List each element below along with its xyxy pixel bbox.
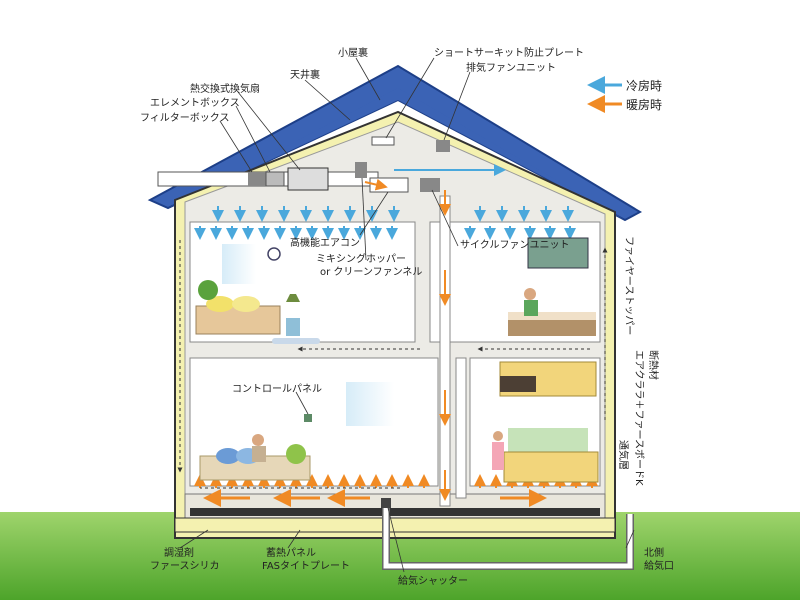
heating-arrows-vertical-duct	[364, 178, 451, 501]
heat-exchanger-unit	[287, 167, 329, 191]
leader-lines	[179, 57, 635, 573]
lamp-table	[286, 318, 300, 336]
person-kitchen-head	[493, 431, 503, 441]
return-flow-lines	[177, 240, 608, 489]
label-clean-funnel: or クリーンファンネル	[320, 266, 422, 278]
person-reading-head	[524, 288, 536, 300]
vertical-duct-2	[455, 357, 467, 499]
person-sitting-head	[252, 434, 264, 446]
vertical-duct	[439, 195, 451, 507]
filter-box-shape	[248, 172, 266, 186]
label-filter-box: フィルターボックス	[140, 112, 230, 124]
legend-cooling-label: 冷房時	[626, 78, 662, 93]
control-panel-shape	[304, 414, 312, 422]
label-north-intake-1: 北側	[644, 546, 664, 559]
kitchen-counter	[503, 451, 599, 483]
mixing-hopper-shape	[355, 162, 367, 178]
plant-upper	[198, 280, 218, 300]
label-thermal-panel: 蓄熱パネル	[266, 546, 316, 559]
label-ceiling-space: 天井裏	[290, 68, 320, 81]
label-exhaust-fan-unit: 排気ファンユニット	[466, 61, 556, 74]
exhaust-fan-unit-shape	[436, 140, 450, 152]
short-circuit-plate-shape	[371, 136, 395, 146]
cushion-1	[206, 296, 234, 312]
vertical-labels: ファイヤーストッパー 断熱材 エアクララ＋ファースボードK 通気層	[617, 236, 660, 486]
legend: 冷房時 暖房時	[587, 76, 662, 113]
label-supply-shutter: 給気シャッター	[398, 574, 468, 587]
label-insulation-2: エアクララ＋ファースボードK	[633, 350, 645, 486]
label-mixing-hopper: ミキシングホッパー	[316, 252, 406, 265]
clock-icon	[267, 247, 281, 261]
legend-heating-label: 暖房時	[626, 97, 662, 112]
person-reading-body	[524, 300, 538, 316]
cycle-fan-unit-shape	[420, 178, 440, 192]
label-control-panel: コントロールパネル	[232, 383, 322, 395]
supply-pipe-inner	[383, 506, 633, 569]
label-short-circuit-plate: ショートサーキット防止プレート	[434, 46, 584, 59]
cooling-arrows-ceiling	[194, 226, 576, 240]
range-hood	[500, 376, 536, 392]
kitchen-tiles	[508, 428, 588, 452]
element-box-shape	[265, 171, 285, 187]
window-upper-right	[527, 237, 589, 269]
label-fas-tight-plate: FASタイトプレート	[262, 560, 350, 572]
person-sitting-body	[252, 446, 266, 462]
plant-lower	[286, 444, 306, 464]
bed-sheet	[508, 312, 596, 320]
cushion-3	[216, 448, 240, 464]
label-cycle-fan-unit: サイクルファンユニット	[460, 239, 570, 251]
label-fas-silica: ファースシリカ	[150, 560, 220, 572]
thermal-panel-row	[190, 508, 600, 516]
label-high-perf-ac: 高機能エアコン	[290, 236, 360, 249]
ceiling-light	[272, 338, 320, 344]
supply-shutter-shape	[381, 498, 391, 508]
bed	[508, 318, 596, 336]
label-insulation-1: 断熱材	[647, 350, 660, 380]
label-ventilation-layer: 通気層	[617, 440, 630, 470]
label-north-intake-2: 給気口	[644, 559, 674, 572]
cushion-2	[232, 296, 260, 312]
label-attic: 小屋裏	[338, 46, 368, 59]
label-element-box: エレメントボックス	[150, 97, 240, 109]
foundation	[174, 517, 616, 533]
label-heat-exchanger: 熱交換式換気扇	[190, 82, 260, 95]
lamp-shade	[286, 294, 300, 302]
cooling-arrows-upper	[212, 206, 574, 222]
heating-arrows-floor	[194, 474, 598, 488]
person-kitchen-body	[492, 442, 504, 470]
sofa-upper	[195, 305, 281, 335]
window-upper-left	[222, 244, 256, 284]
window-lower-left	[346, 382, 394, 426]
label-fire-stopper: ファイヤーストッパー	[623, 236, 635, 335]
label-humidity-agent: 調湿剤	[164, 546, 194, 559]
